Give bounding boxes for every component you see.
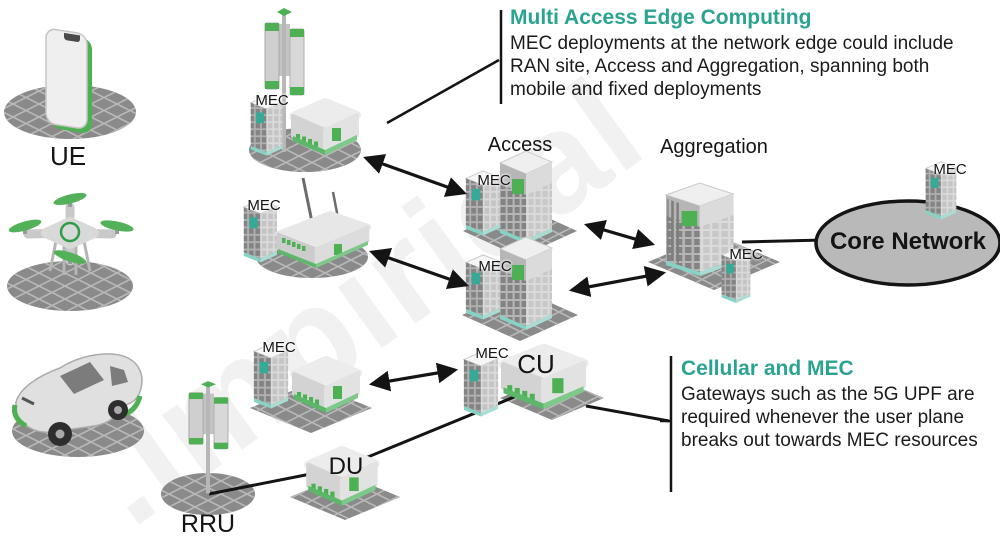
access-label: Access [487, 134, 553, 156]
cu-callout-line [585, 404, 670, 423]
smartphone-icon [45, 28, 92, 133]
mec-callout-title: Multi Access Edge Computing [510, 6, 812, 29]
fixed-access-arrow [369, 248, 469, 289]
access1-aggregation-arrow [584, 219, 655, 250]
mec-tag-core: MEC [933, 161, 967, 178]
drone-icon [8, 193, 134, 275]
server-tower-icon [499, 150, 553, 245]
devices [8, 7, 1000, 506]
car-icon [12, 353, 143, 446]
cellular-callout-body: Gateways such as the 5G UPF are required… [681, 384, 978, 452]
mec-tag-ran: MEC [255, 92, 289, 109]
aggregation-core-line [741, 238, 825, 244]
mec-tag-cabinet: MEC [262, 339, 296, 356]
core-network-label: Core Network [829, 228, 987, 255]
server-tower-icon [499, 236, 553, 331]
mec-callout-body: MEC deployments at the network edge coul… [510, 33, 954, 101]
core-network [814, 161, 1000, 287]
aggregation-label: Aggregation [660, 136, 768, 158]
mec-tag-access2: MEC [478, 258, 512, 275]
access-node-1 [465, 150, 553, 245]
ran-access-arrow [363, 154, 467, 197]
ran-callout-line [386, 58, 500, 125]
cabinet-cu-arrow [368, 362, 459, 392]
mec-tag-access1: MEC [477, 172, 511, 189]
link-arrows [363, 154, 667, 392]
access2-aggregation-arrow [568, 266, 667, 297]
ue-label: UE [49, 141, 87, 171]
du-label: DU [328, 453, 364, 480]
cu-label: CU [517, 349, 555, 379]
mec-tag-cu: MEC [475, 345, 509, 362]
cellular-callout-title: Cellular and MEC [681, 357, 854, 380]
core-network-cloud [814, 199, 1000, 287]
access-node-2 [465, 236, 553, 331]
aggregation-node [665, 182, 751, 304]
ran-site [250, 7, 357, 156]
rru-label: RRU [180, 510, 236, 538]
mec-callout: Multi Access Edge Computing MEC deployme… [510, 6, 955, 102]
mec-tag-aggregation: MEC [729, 246, 763, 263]
connector-lines [208, 10, 825, 496]
mec-tag-fixed: MEC [247, 197, 281, 214]
cellular-callout: Cellular and MEC Gateways such as the 5G… [681, 357, 979, 453]
